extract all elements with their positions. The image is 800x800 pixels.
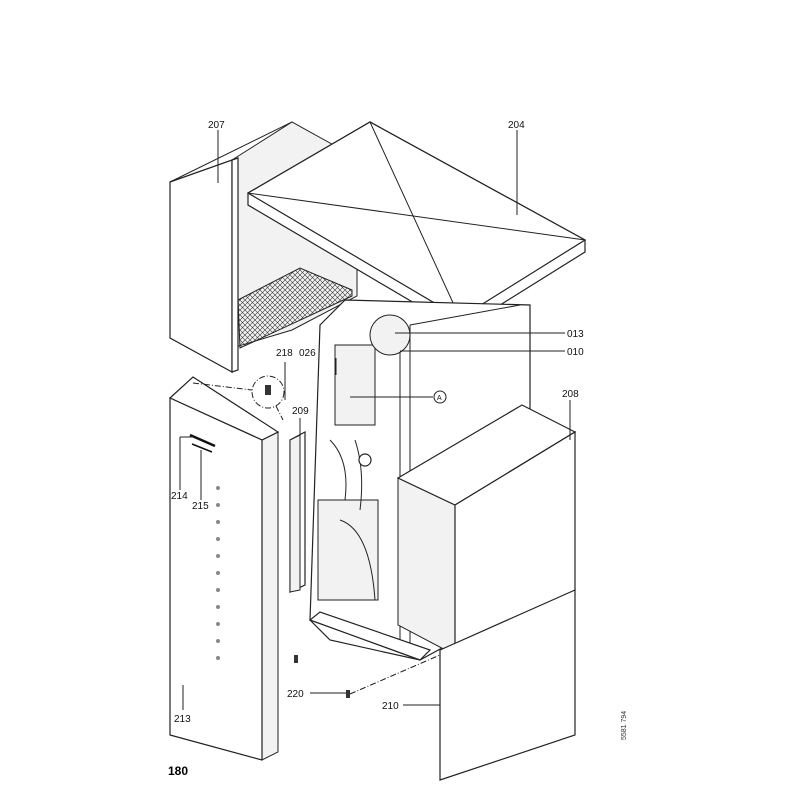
label-218: 218	[276, 348, 293, 359]
top-cover-204	[246, 121, 587, 331]
control-box-026	[334, 344, 376, 426]
label-208: 208	[562, 389, 579, 400]
label-215	[191, 443, 213, 453]
label-215: 215	[192, 501, 209, 512]
label-204: 204	[508, 120, 525, 131]
label-010: 010	[567, 347, 584, 358]
indicator-dots	[216, 486, 220, 660]
leader-lines	[179, 130, 571, 710]
label-209: 209	[292, 406, 309, 417]
label-A: A	[437, 395, 442, 402]
label-220: 220	[287, 689, 304, 700]
label-214: 214	[171, 491, 188, 502]
bracket-218-detail	[192, 375, 285, 421]
callout-circle-A	[433, 390, 447, 404]
clip-220	[294, 654, 441, 698]
label-013: 013	[567, 329, 584, 340]
label-210: 210	[382, 701, 399, 712]
page-number: 180	[168, 764, 188, 778]
label-026: 026	[299, 348, 316, 359]
label-207: 207	[208, 120, 225, 131]
logo-214	[189, 433, 216, 448]
lower-panel-210	[439, 589, 576, 781]
fan-013	[369, 314, 411, 356]
side-strip-209	[289, 431, 306, 593]
compressor-assembly	[317, 499, 379, 601]
label-213: 213	[174, 714, 191, 725]
side-panel-208	[396, 404, 577, 657]
drawing-number: 5581 794	[621, 711, 628, 740]
front-door-213	[168, 376, 280, 761]
